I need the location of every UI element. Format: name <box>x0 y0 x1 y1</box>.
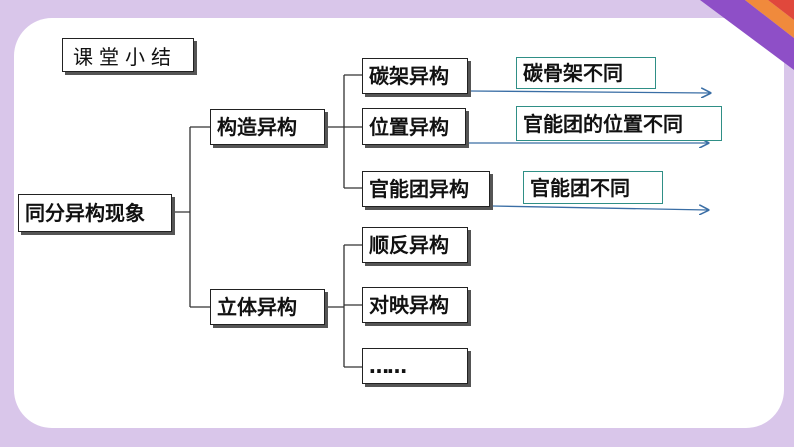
slide-title: 课堂小结 <box>62 38 194 72</box>
leaf-functional-group-isomerism: 官能团异构 <box>362 171 490 207</box>
stripe-purple <box>700 0 794 70</box>
leaf-ellipsis: …… <box>362 348 468 384</box>
leaf-position-isomerism: 位置异构 <box>362 108 466 145</box>
arrow-1 <box>469 91 710 93</box>
leaf-carbon-skeleton-isomerism: 碳架异构 <box>362 58 468 94</box>
stripe-red <box>768 0 794 20</box>
stripe-orange <box>745 0 794 38</box>
branch-structural-isomerism: 构造异构 <box>210 109 325 145</box>
root-node: 同分异构现象 <box>18 194 172 232</box>
note-position: 官能团的位置不同 <box>516 106 722 141</box>
note-carbon-skeleton: 碳骨架不同 <box>516 57 656 89</box>
leaf-enantiomerism: 对映异构 <box>362 287 468 323</box>
leaf-cis-trans-isomerism: 顺反异构 <box>362 227 468 263</box>
arrow-3 <box>491 206 708 210</box>
note-functional-group: 官能团不同 <box>523 171 663 204</box>
branch-stereoisomerism: 立体异构 <box>210 289 325 325</box>
